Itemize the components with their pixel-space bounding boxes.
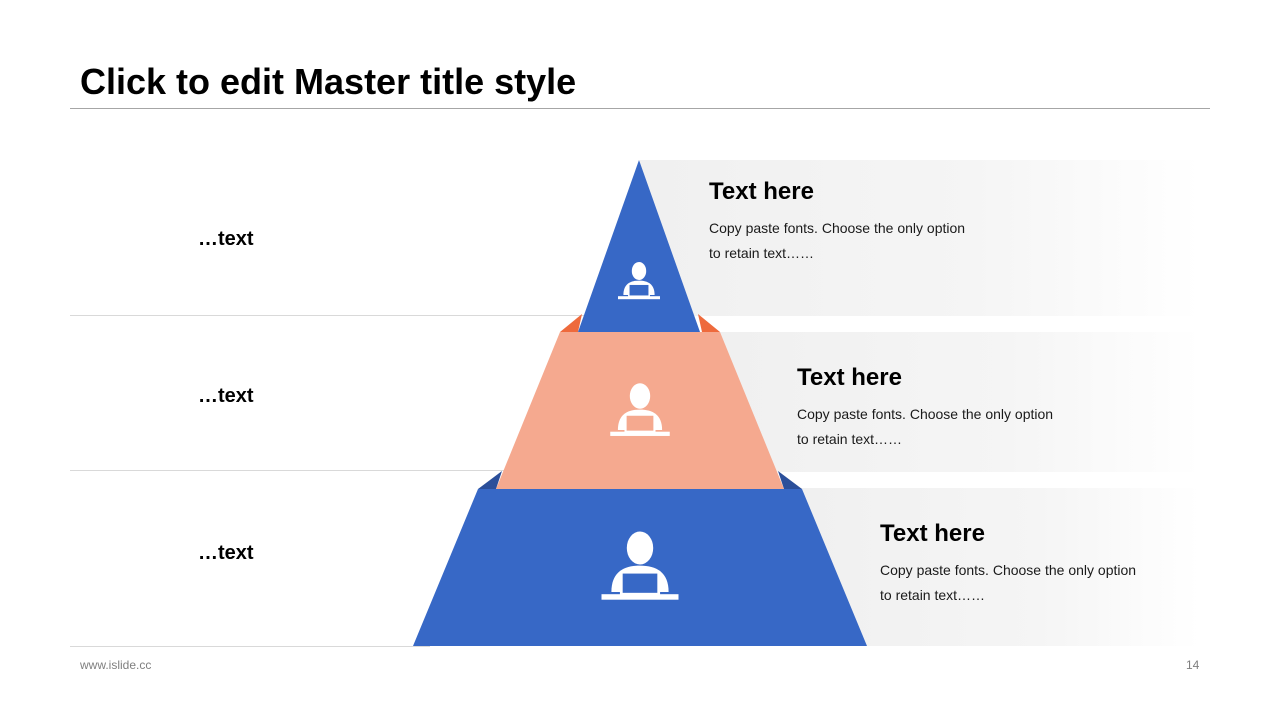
tier-1-right-tab	[698, 314, 720, 332]
title-divider	[70, 108, 1210, 109]
tier-2-right-tab	[778, 471, 802, 489]
tier-3-trapezoid	[413, 489, 867, 646]
row-divider-2	[70, 470, 510, 471]
page-number: 14	[1186, 658, 1200, 672]
level-2-left-label[interactable]: …text	[198, 385, 254, 407]
level-1-title[interactable]: Text here	[709, 178, 814, 205]
level-2-description[interactable]: Copy paste fonts. Choose the only option…	[797, 406, 1054, 447]
level-2-title[interactable]: Text here	[797, 364, 902, 391]
level-1-description[interactable]: Copy paste fonts. Choose the only option…	[709, 220, 966, 261]
tier-1-left-tab	[560, 314, 582, 332]
level-3-description[interactable]: Copy paste fonts. Choose the only option…	[880, 562, 1137, 603]
row-divider-1	[70, 315, 590, 316]
level-1-band	[640, 160, 1200, 316]
footer-url: www.islide.cc	[80, 658, 152, 672]
person-at-laptop-icon	[610, 383, 670, 436]
person-at-laptop-icon	[601, 531, 679, 600]
level-3-title[interactable]: Text here	[880, 520, 985, 547]
level-2-band	[720, 332, 1200, 472]
tier-2-left-tab	[478, 471, 502, 489]
level-3-left-label[interactable]: …text	[198, 542, 254, 564]
slide-title[interactable]: Click to edit Master title style	[80, 61, 577, 102]
level-1-left-label[interactable]: …text	[198, 228, 254, 250]
row-divider-3	[70, 646, 430, 647]
